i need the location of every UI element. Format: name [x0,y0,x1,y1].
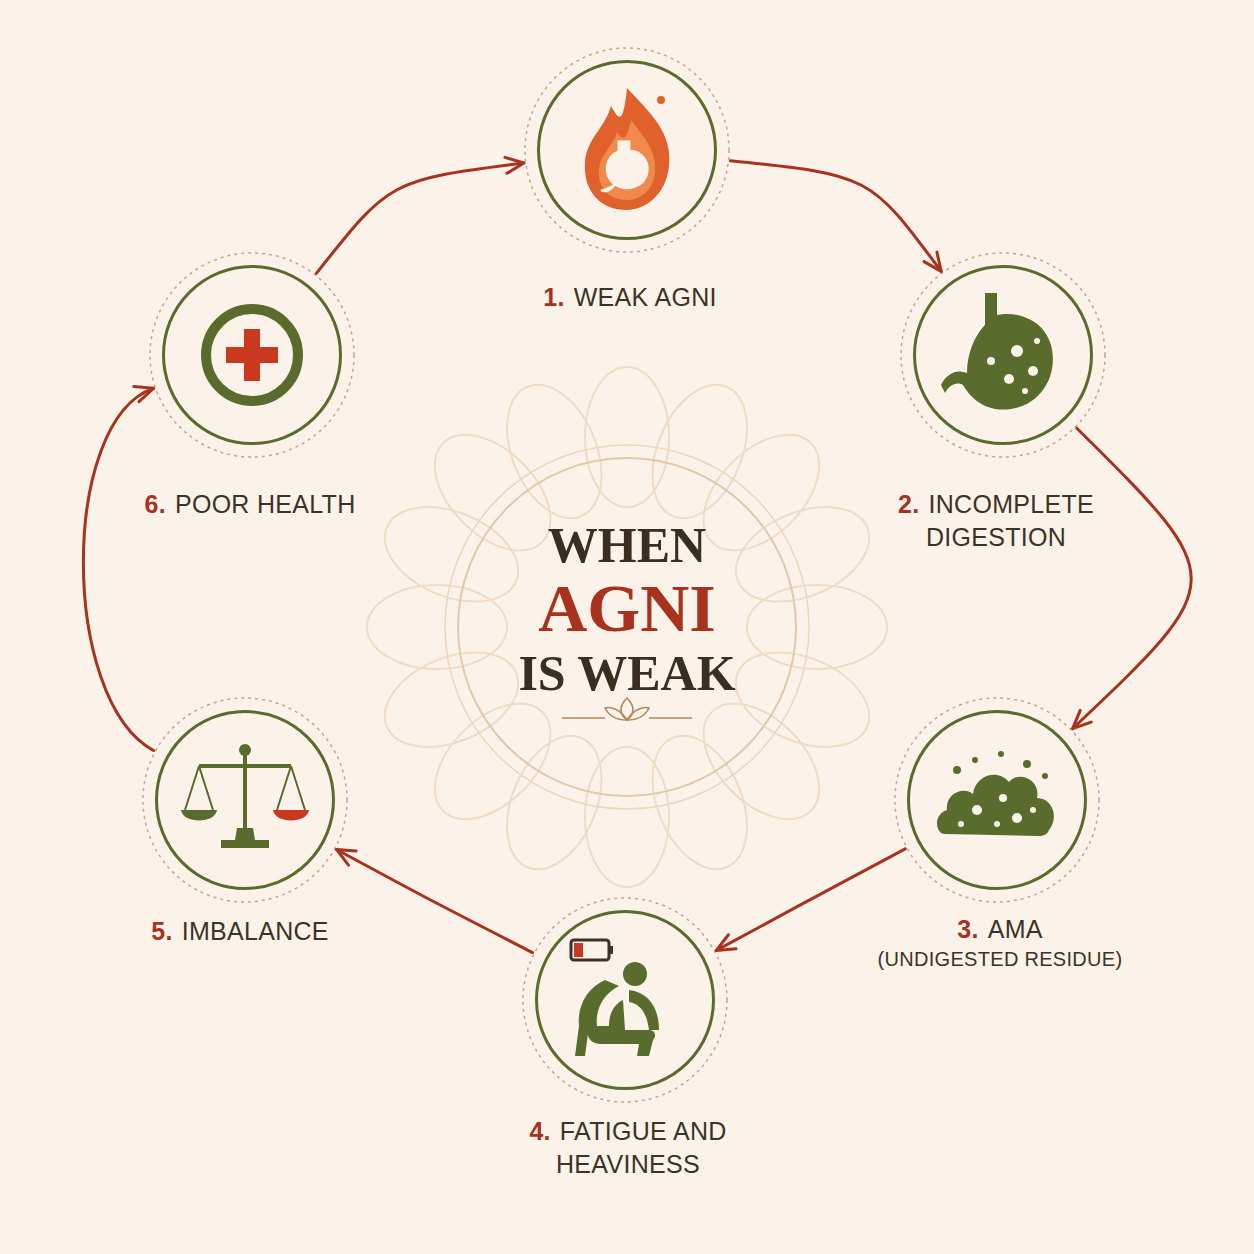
step-circle: 6.POOR HEALTH [162,265,342,445]
lotus-ornament [562,698,692,720]
cycle-arrow [730,161,941,272]
step-label: 5. IMBALANCE [151,915,329,948]
flame-icon [585,88,670,210]
label-line: 6. POOR HEALTH [144,488,355,521]
callout-number: 5. [151,917,172,945]
step-circle: 2.INCOMPLETE DIGESTION [913,265,1093,445]
residue-icon [937,751,1054,836]
cycle-arrow [83,388,153,750]
step-name: POOR HEALTH [175,490,356,518]
center-ring [445,445,809,809]
mandala-petal [367,585,507,669]
mandala-petal [585,367,669,507]
step-name: IMBALANCE [182,917,329,945]
cycle-arrow [316,163,523,273]
health-icon [206,309,298,401]
cycle-arrow [716,849,905,950]
mandala-petal [413,682,571,840]
stomach-icon [941,293,1053,410]
step-label: 2.INCOMPLETE DIGESTION [889,488,1104,553]
step-name: AMA [988,915,1043,943]
fatigue-icon [571,940,659,1056]
label-line: 3. AMA [878,913,1123,946]
step-circle: 4.FATIGUE AND HEAVINESS [535,910,715,1090]
step-label: 6. POOR HEALTH [144,488,355,521]
scales-icon [181,744,309,848]
callout-number: 6. [144,490,165,518]
step-name: WEAK AGNI [574,283,717,311]
mandala-petal [682,682,840,840]
step-note: (UNDIGESTED RESIDUE) [878,946,1123,972]
label-line: 5. IMBALANCE [151,915,329,948]
step-name: FATIGUE AND HEAVINESS [556,1117,727,1178]
mandala-petal [585,747,669,887]
mandala [367,367,887,887]
step-name: INCOMPLETE DIGESTION [926,490,1094,551]
step-label: 4.FATIGUE AND HEAVINESS [508,1115,748,1180]
mandala-petal [489,371,620,532]
title-line: AGNI [538,572,716,645]
step-label: 1. WEAK AGNI [543,281,716,314]
step-circle: 5.IMBALANCE [155,710,335,890]
dashed-rings [143,48,1105,1102]
step-circle: 1.WEAK AGNI [537,60,717,240]
callout-number: 2. [898,490,919,518]
cycle-arrow [1073,428,1192,728]
title-line: WHEN [548,518,706,572]
callout-number: 3. [957,915,978,943]
cycle-arrow [336,849,532,952]
step-circle: 3.AMA(UNDIGESTED RESIDUE) [907,710,1087,890]
callout-number: 4. [529,1117,550,1145]
label-line: 2.INCOMPLETE DIGESTION [889,488,1104,553]
step-label: 3. AMA (UNDIGESTED RESIDUE) [878,913,1123,972]
center-circle: WHENAGNIIS WEAK [457,457,797,797]
label-line: 1. WEAK AGNI [543,281,716,314]
label-line: 4.FATIGUE AND HEAVINESS [508,1115,748,1180]
mandala-petal [634,722,765,883]
mandala-petal [747,585,887,669]
title-line: IS WEAK [518,646,735,700]
callout-number: 1. [543,283,564,311]
mandala-petal [371,634,532,765]
mandala-petal [722,489,883,620]
